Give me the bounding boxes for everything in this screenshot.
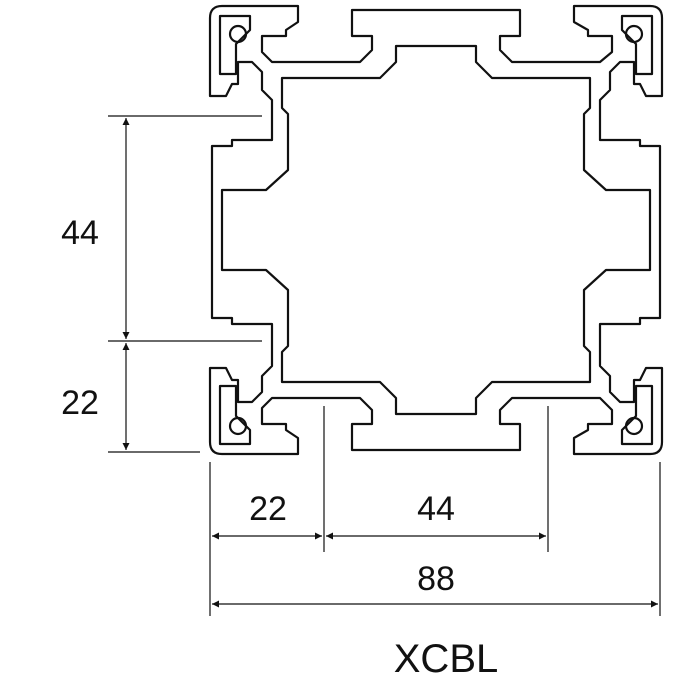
dimension-lines — [122, 118, 658, 608]
profile-designation: XCBL — [394, 637, 499, 681]
corner-cavity-bottom-left — [218, 384, 252, 446]
profile-outer-outline — [208, 4, 664, 456]
dim-label-bottom-overall: 88 — [417, 560, 455, 598]
corner-cavity-bottom-right — [620, 384, 654, 446]
corner-hole-top-right — [624, 24, 644, 44]
extension-lines — [108, 115, 661, 616]
corner-cavity-top-right — [620, 14, 654, 76]
corner-hole-bottom-right — [624, 416, 644, 436]
corner-hole-bottom-left — [228, 416, 248, 436]
aluminium-profile — [208, 4, 664, 456]
corner-cavity-top-left — [218, 14, 252, 76]
dim-label-left-lower: 22 — [61, 384, 99, 422]
corner-hole-top-left — [228, 24, 248, 44]
profile-inner-cavity — [220, 44, 652, 416]
dim-label-left-upper: 44 — [61, 214, 99, 252]
dim-label-bottom-left: 22 — [249, 490, 287, 528]
dim-label-bottom-middle: 44 — [417, 490, 455, 528]
